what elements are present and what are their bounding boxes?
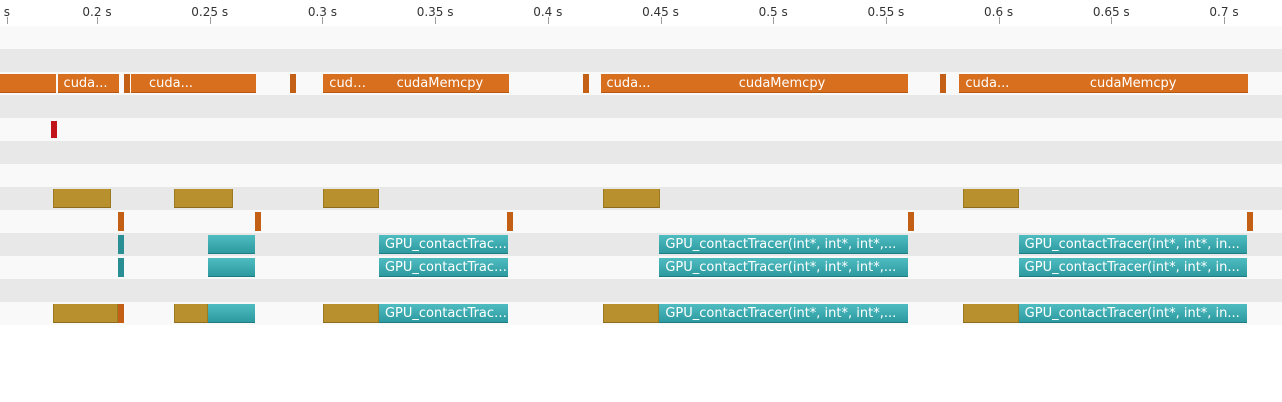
timeline-row-4 bbox=[0, 95, 1282, 118]
ruler-tick-label: 0.5 s bbox=[758, 5, 788, 19]
kernel-bar[interactable]: GPU_contactTrace... bbox=[378, 258, 509, 277]
ruler-tick-label: 0.3 s bbox=[307, 5, 337, 19]
memcpy-bar[interactable]: cuda... bbox=[959, 74, 1019, 93]
time-ruler[interactable]: s 0.2 s 0.25 s 0.3 s 0.35 s 0.4 s 0.45 s 0.5 s 0… bbox=[0, 0, 1282, 26]
kernel-bar[interactable]: GPU_contactTracer(int*, int*, in... bbox=[1018, 304, 1247, 323]
timeline-row-2 bbox=[0, 49, 1282, 72]
timeline-row-7 bbox=[0, 164, 1282, 187]
kernel-bar[interactable] bbox=[208, 258, 255, 277]
memcpy-bar[interactable]: cuda... bbox=[600, 74, 656, 93]
memcpy-bar[interactable] bbox=[117, 212, 124, 231]
memcpy-bar[interactable] bbox=[254, 212, 261, 231]
kernel-bar[interactable]: GPU_contactTracer(int*, int*, int*,... bbox=[659, 304, 908, 323]
timeline-row-9 bbox=[0, 210, 1282, 233]
memcpy-bar[interactable]: cuda... bbox=[142, 74, 256, 93]
api-call-bar[interactable] bbox=[173, 189, 233, 208]
memcpy-bar[interactable]: cudaMemcpy bbox=[370, 74, 510, 93]
ruler-tick bbox=[435, 17, 436, 24]
timeline-row-6 bbox=[0, 141, 1282, 164]
ruler-tick bbox=[7, 17, 8, 24]
memcpy-bar[interactable] bbox=[1247, 212, 1254, 231]
ruler-tick bbox=[661, 17, 662, 24]
memcpy-bar[interactable]: cuda... bbox=[323, 74, 371, 93]
ruler-tick-label: 0.25 s bbox=[191, 5, 229, 19]
api-call-bar[interactable] bbox=[173, 304, 209, 323]
kernel-bar[interactable] bbox=[208, 235, 255, 254]
ruler-tick bbox=[548, 17, 549, 24]
ruler-tick-label: 0.45 s bbox=[642, 5, 679, 19]
ruler-tick bbox=[773, 17, 774, 24]
kernel-bar[interactable] bbox=[117, 235, 124, 254]
memcpy-bar[interactable] bbox=[583, 74, 590, 93]
ruler-tick bbox=[1111, 17, 1112, 24]
ruler-tick bbox=[999, 17, 1000, 24]
memcpy-bar[interactable]: cuda... bbox=[57, 74, 119, 93]
kernel-bar[interactable]: GPU_contactTrace... bbox=[378, 304, 509, 323]
ruler-tick bbox=[886, 17, 887, 24]
timeline-row-kernel-b: GPU_contactTrace... GPU_contactTracer(int… bbox=[0, 256, 1282, 279]
kernel-bar[interactable] bbox=[208, 304, 255, 323]
kernel-bar[interactable]: GPU_contactTrace... bbox=[378, 235, 509, 254]
api-call-bar[interactable] bbox=[962, 189, 1020, 208]
ruler-tick-label: 0.35 s bbox=[416, 5, 454, 19]
kernel-bar[interactable]: GPU_contactTracer(int*, int*, int*,... bbox=[659, 258, 908, 277]
api-call-bar[interactable] bbox=[603, 189, 660, 208]
ruler-tick-label: 0.4 s bbox=[533, 5, 563, 19]
memcpy-bar[interactable] bbox=[507, 212, 514, 231]
memcpy-bar[interactable]: cudaMemcpy bbox=[655, 74, 909, 93]
ruler-tick bbox=[1224, 17, 1225, 24]
ruler-tick bbox=[322, 17, 323, 24]
memcpy-bar[interactable] bbox=[907, 212, 914, 231]
memcpy-bar[interactable] bbox=[0, 74, 56, 93]
memcpy-bar[interactable] bbox=[124, 74, 131, 93]
api-call-bar[interactable] bbox=[53, 189, 111, 208]
api-call-bar[interactable] bbox=[603, 304, 660, 323]
ruler-tick-label: 0.65 s bbox=[1092, 5, 1130, 19]
timeline-row-combined: GPU_contactTrace... GPU_contactTracer(int… bbox=[0, 302, 1282, 325]
ruler-tick-label: 0.55 s bbox=[867, 5, 905, 19]
kernel-bar[interactable]: GPU_contactTracer(int*, int*, in... bbox=[1018, 258, 1247, 277]
kernel-bar[interactable]: GPU_contactTracer(int*, int*, in... bbox=[1018, 235, 1247, 254]
timeline-row-kernel-a: GPU_contactTrace... GPU_contactTracer(int… bbox=[0, 233, 1282, 256]
timeline-row-api bbox=[0, 187, 1282, 210]
memcpy-bar[interactable] bbox=[939, 74, 946, 93]
ruler-tick-label: s bbox=[3, 5, 10, 19]
memcpy-bar[interactable]: cudaMemcpy bbox=[1018, 74, 1248, 93]
api-call-bar[interactable] bbox=[962, 304, 1019, 323]
ruler-tick bbox=[97, 17, 98, 24]
ruler-tick bbox=[210, 17, 211, 24]
kernel-bar[interactable] bbox=[117, 258, 124, 277]
timeline-row-12 bbox=[0, 279, 1282, 302]
marker-bar[interactable] bbox=[51, 121, 58, 138]
api-call-bar[interactable] bbox=[53, 304, 118, 323]
ruler-tick-label: 0.7 s bbox=[1209, 5, 1239, 19]
ruler-tick-label: 0.2 s bbox=[82, 5, 112, 19]
timeline-row-marker bbox=[0, 118, 1282, 141]
ruler-tick-label: 0.6 s bbox=[984, 5, 1014, 19]
timeline-row-1 bbox=[0, 26, 1282, 49]
api-call-bar[interactable] bbox=[323, 304, 379, 323]
api-call-bar[interactable] bbox=[323, 189, 380, 208]
memcpy-bar[interactable] bbox=[290, 74, 297, 93]
kernel-bar[interactable]: GPU_contactTracer(int*, int*, int*,... bbox=[659, 235, 908, 254]
memcpy-bar[interactable] bbox=[131, 74, 143, 93]
memcpy-bar[interactable] bbox=[117, 304, 124, 323]
